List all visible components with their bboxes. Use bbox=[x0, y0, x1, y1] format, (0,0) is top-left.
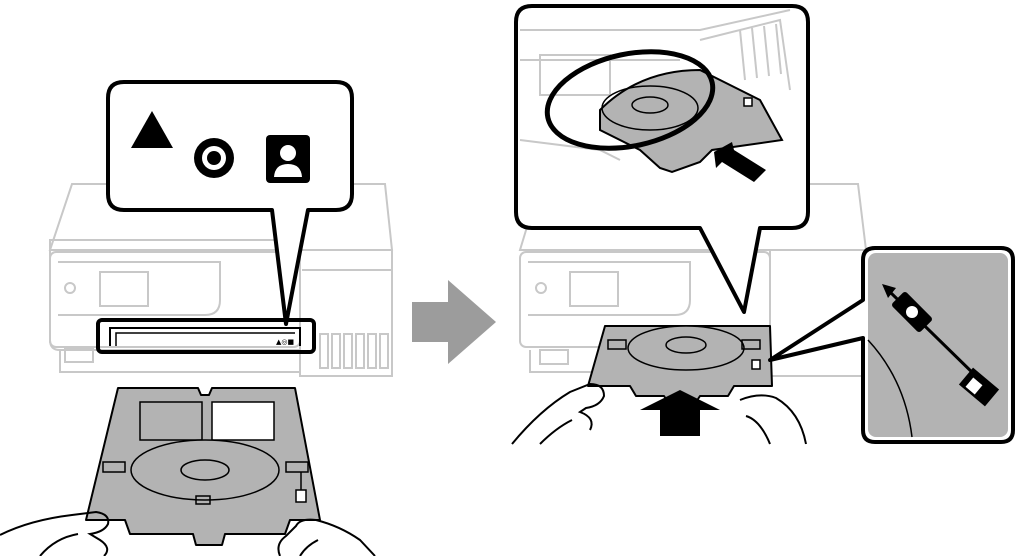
step-2-mark-callout bbox=[770, 248, 1013, 442]
step-2-insert-callout bbox=[516, 6, 808, 312]
slot-marks: ▲◎■ bbox=[276, 338, 294, 346]
cd-tray-left bbox=[86, 388, 320, 545]
step-2-panel bbox=[512, 6, 1013, 444]
printer-left bbox=[50, 184, 392, 376]
person-photo-icon bbox=[266, 135, 310, 183]
disc-icon bbox=[194, 138, 234, 178]
zoom-tray-mark bbox=[868, 253, 1008, 437]
step-1-callout-bubble bbox=[108, 82, 352, 324]
step-1-panel: ▲◎■ bbox=[0, 82, 392, 556]
arrow-right-icon bbox=[412, 280, 496, 364]
